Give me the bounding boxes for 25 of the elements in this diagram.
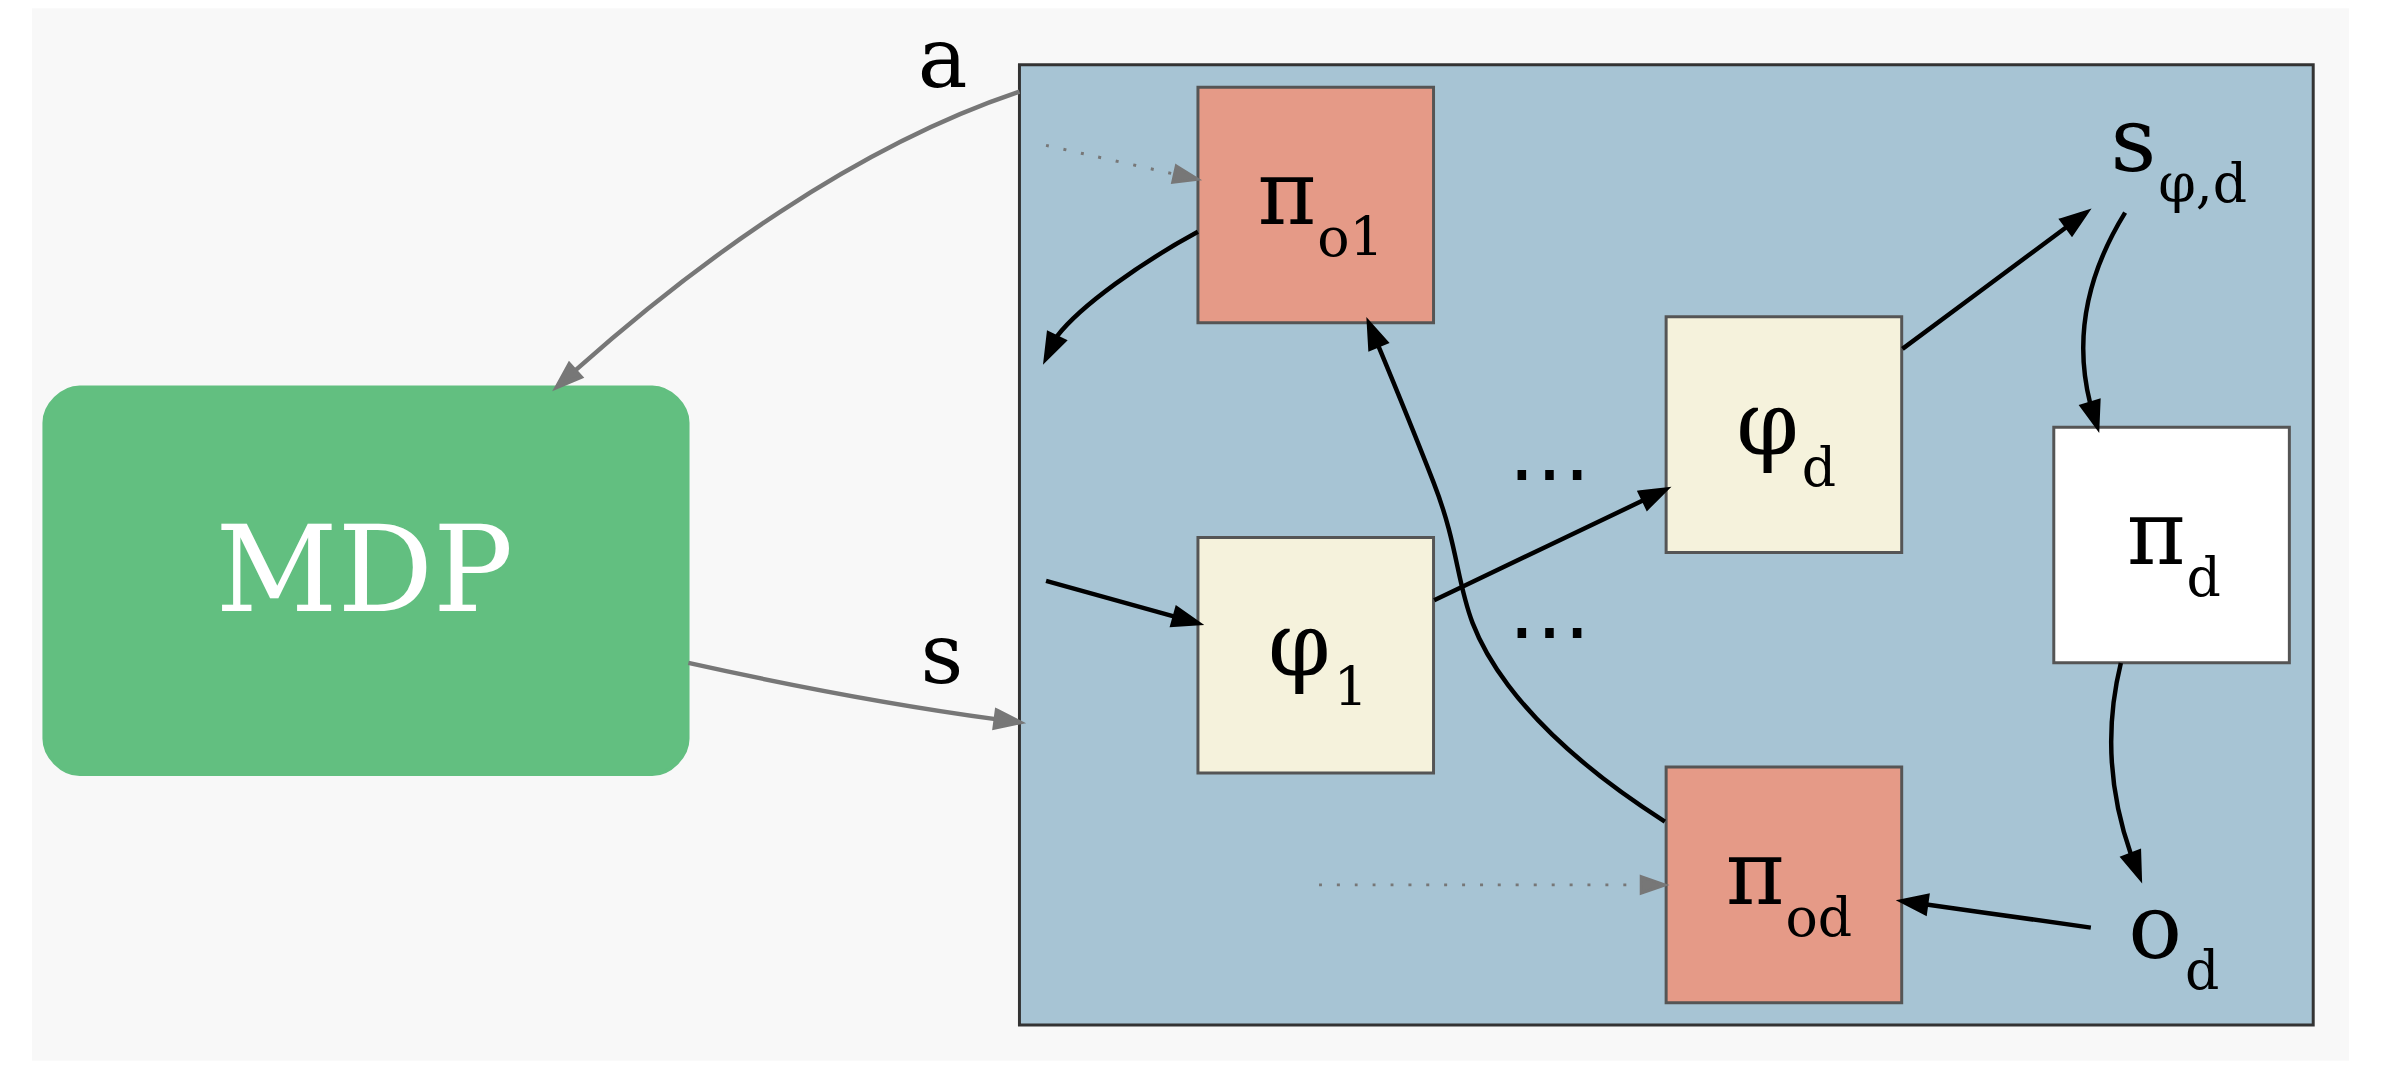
node-box: π$_{od}$ [1664,765,1904,1005]
arrow [1901,208,2092,351]
arrow [1042,229,1199,365]
edge-label: ⋯ [1508,582,1592,680]
arrow [1366,317,1667,824]
arrow [687,660,1027,731]
node-box: φ$_{1}$ [1196,536,1435,775]
node-box: π$_{d}$ [2052,425,2291,665]
arrow [1319,874,1670,896]
node-box: π$_{o1}$ [1196,85,1435,325]
arrow [2108,662,2143,884]
arrow [2078,211,2128,434]
cluster [1017,63,2315,1027]
arrow [1045,578,1205,628]
edge-label: a [917,9,968,107]
arrow [1045,143,1203,184]
node-text: s$_{φ,d}$ [2110,87,2248,216]
node-box: MDP [42,385,690,777]
arrow [1895,893,2092,930]
edge-label: s [920,606,964,704]
arrow [552,89,1021,392]
node-box: φ$_{d}$ [1664,315,1904,554]
node-text: o$_{d}$ [2128,874,2220,1003]
edge-label: ⋯ [1508,424,1592,522]
arrow [1433,486,1672,603]
